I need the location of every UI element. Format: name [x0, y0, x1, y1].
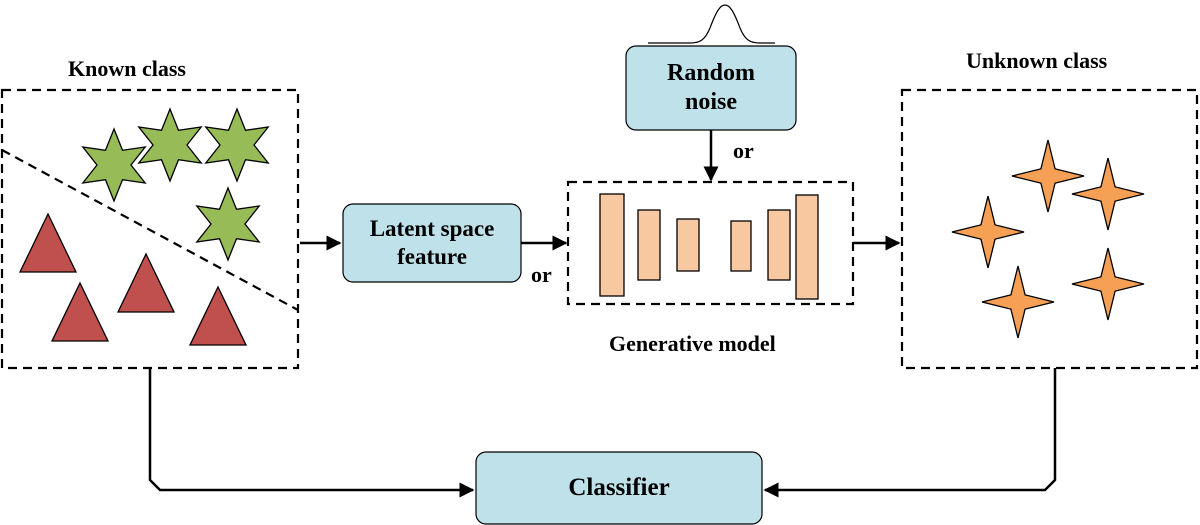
orange-sparkle-icon: [951, 195, 1025, 269]
or-label-bottom: or: [531, 262, 552, 287]
red-triangle-icon: [50, 281, 110, 342]
green-star-icon: [195, 186, 261, 262]
green-star-icon: [204, 107, 270, 183]
generative-layer-bar: [676, 218, 700, 272]
orange-sparkle-icon: [1071, 157, 1145, 231]
latent-space-line-1: Latent space: [369, 215, 495, 241]
random-noise-line-2: noise: [684, 89, 737, 115]
orange-sparkle-icon: [981, 265, 1055, 339]
unknown-class-label: Unknown class: [966, 48, 1108, 73]
orange-sparkle-icon: [1011, 139, 1085, 213]
latent-space-line-2: feature: [397, 244, 467, 269]
unknown-class-frame: [900, 88, 1199, 370]
arrow-known-to-classifier: [148, 368, 475, 498]
generative-layer-bar: [730, 220, 752, 272]
classifier-text: Classifier: [568, 473, 670, 501]
generative-layer-bar: [767, 209, 791, 281]
orange-sparkle-icon: [1071, 247, 1145, 321]
latent-space-text: Latent space feature: [343, 204, 521, 282]
known-stars-group: [81, 107, 270, 262]
unknown-sparkles-group: [951, 139, 1145, 339]
or-label-top: or: [733, 138, 754, 163]
arrow-unknown-to-classifier: [763, 368, 1057, 498]
red-triangle-icon: [18, 212, 78, 273]
red-triangle-icon: [188, 285, 248, 346]
generative-model-label: Generative model: [609, 331, 776, 356]
green-star-icon: [137, 107, 203, 183]
gaussian-curve-icon: [648, 4, 775, 44]
generative-layer-bar: [599, 193, 625, 297]
known-class-label: Known class: [68, 56, 186, 81]
generative-layer-bar: [637, 209, 661, 281]
known-class-divider: [1, 149, 299, 311]
generative-layer-bar: [795, 194, 819, 300]
green-star-icon: [81, 127, 147, 203]
classifier-box: [475, 451, 763, 525]
generative-model-bars: [599, 193, 819, 300]
random-noise-text: Random noise: [626, 46, 796, 130]
random-noise-line-1: Random: [666, 59, 756, 86]
red-triangle-icon: [116, 252, 176, 313]
known-triangles-group: [18, 212, 248, 346]
